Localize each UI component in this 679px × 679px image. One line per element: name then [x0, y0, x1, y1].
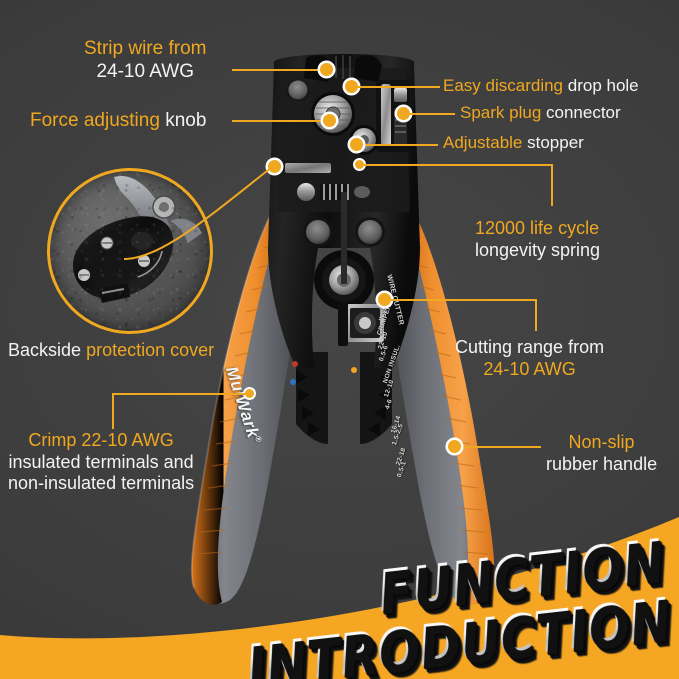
dot-force-knob — [323, 114, 336, 127]
leader-strip-wire — [232, 69, 330, 71]
callout-backside-b: protection cover — [86, 340, 215, 360]
callout-drop-hole: Easy discarding drop hole — [443, 76, 639, 96]
callout-crimp-line2: insulated terminals and — [8, 451, 194, 472]
callout-stopper-b: stopper — [527, 133, 584, 152]
callout-force-knob: Force adjusting knob — [30, 110, 206, 133]
leader-crimp-v — [112, 393, 114, 429]
callout-force-knob-b: knob — [165, 110, 207, 131]
callout-force-knob-a: Force adjusting — [30, 110, 160, 131]
dot-drop-hole — [345, 80, 358, 93]
dot-handle — [448, 440, 461, 453]
leader-drop-hole — [405, 86, 440, 88]
dot-spark-plug — [397, 107, 410, 120]
callout-strip-wire: Strip wire from 24-10 AWG — [84, 38, 206, 84]
callout-spark-plug-b: connector — [546, 103, 621, 122]
leader-spark-plug — [425, 113, 455, 115]
callout-drop-hole-b: drop hole — [567, 76, 639, 95]
dot-strip-wire — [320, 63, 333, 76]
callout-longevity-spring: 12000 life cycle longevity spring — [475, 218, 600, 261]
callout-adjustable-stopper: Adjustable stopper — [443, 133, 584, 153]
callout-spark-plug: Spark plug connector — [460, 103, 621, 123]
leader-force-knob — [232, 120, 332, 122]
leader-spring-h — [362, 164, 552, 166]
leader-drop-hole-b — [352, 86, 407, 88]
callout-handle-line2: rubber handle — [546, 453, 658, 474]
tool-vector — [190, 54, 495, 605]
callout-strip-wire-line1: Strip wire from — [84, 38, 207, 59]
leader-spring-v — [551, 164, 553, 206]
leader-backside-curve — [123, 166, 273, 260]
callout-handle-line1: Non-slip — [568, 432, 635, 452]
dot-backside-cover — [268, 160, 281, 173]
callout-crimp-line1: Crimp 22-10 AWG — [28, 430, 174, 450]
leader-stopper — [358, 144, 438, 146]
dot-cutting-range — [378, 293, 391, 306]
callout-spark-plug-a: Spark plug — [460, 103, 542, 122]
callout-non-slip-handle: Non-slip rubber handle — [546, 432, 657, 475]
callout-strip-wire-line2: 24-10 AWG — [96, 60, 194, 82]
callout-cutting-line1: Cutting range from — [455, 337, 605, 357]
wire-stripper-tool-image: WIRE CUTTER INSUL. CRIMPER 22-10 0.5-6 N… — [178, 52, 508, 632]
leader-spark-plug-b — [404, 113, 428, 115]
inset-tool-backside-vector — [72, 175, 202, 303]
callout-spring-line1: 12000 life cycle — [475, 218, 600, 238]
callout-spring-line2: longevity spring — [475, 239, 601, 260]
leader-cutting-h — [386, 299, 536, 301]
backside-cover-inset-photo — [47, 168, 213, 334]
callout-crimp-terminals: Crimp 22-10 AWG insulated terminals and … — [8, 430, 194, 495]
orange-swoosh-decoration — [0, 517, 679, 679]
inset-texture — [50, 171, 210, 331]
callout-backside-cover: Backside protection cover — [8, 340, 214, 362]
leader-handle-h — [456, 446, 541, 448]
callout-cutting-range: Cutting range from 24-10 AWG — [455, 337, 604, 380]
callout-backside-a: Backside — [8, 340, 82, 360]
leader-crimp-h — [112, 393, 250, 395]
dot-longevity-spring — [355, 160, 364, 169]
callout-crimp-line3: non-insulated terminals — [8, 473, 195, 494]
callout-drop-hole-a: Easy discarding — [443, 76, 564, 95]
callout-stopper-a: Adjustable — [443, 133, 523, 152]
leader-cutting-v — [535, 299, 537, 331]
callout-cutting-line2: 24-10 AWG — [483, 358, 576, 379]
dot-stopper — [350, 138, 363, 151]
